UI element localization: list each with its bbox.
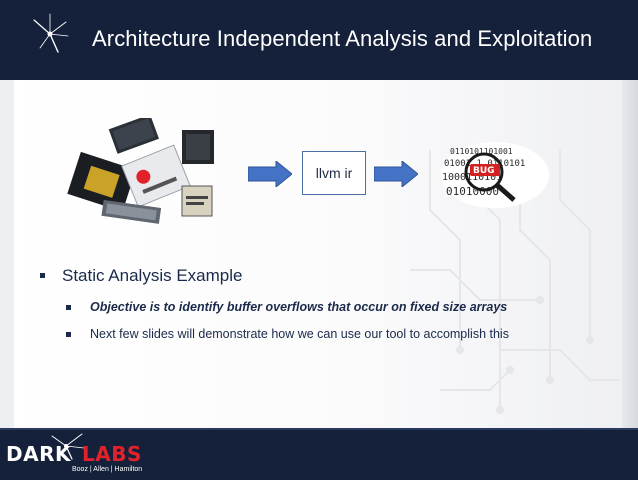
processor-chips-icon — [62, 118, 222, 230]
binary-bug-magnifier-icon: 0110101101001 01001 1 0110101 1000110101… — [440, 140, 550, 210]
arrow-right-icon — [374, 161, 418, 187]
slide-title: Architecture Independent Analysis and Ex… — [92, 26, 592, 52]
bullet-marker — [40, 273, 45, 278]
svg-text:BUG: BUG — [473, 166, 495, 176]
star-flare-icon — [46, 432, 86, 460]
star-flare-icon — [28, 12, 72, 56]
left-edge-bar — [0, 80, 14, 428]
bullet-marker — [66, 305, 71, 310]
slide-footer: DARK LABS Booz | Allen | Hamilton — [0, 428, 638, 480]
right-edge-bar — [622, 80, 638, 428]
bullet-text: Static Analysis Example — [62, 266, 242, 286]
slide-header: Architecture Independent Analysis and Ex… — [0, 0, 638, 80]
arrow-right-icon — [248, 161, 292, 187]
bullet-marker — [66, 332, 71, 337]
logo-subtitle: Booz | Allen | Hamilton — [72, 466, 142, 473]
bullet-text: Objective is to identify buffer overflow… — [90, 300, 507, 314]
bullet-text: Next few slides will demonstrate how we … — [90, 327, 509, 341]
llvm-ir-box: llvm ir — [302, 151, 366, 195]
logo-labs-text: LABS — [82, 442, 142, 466]
